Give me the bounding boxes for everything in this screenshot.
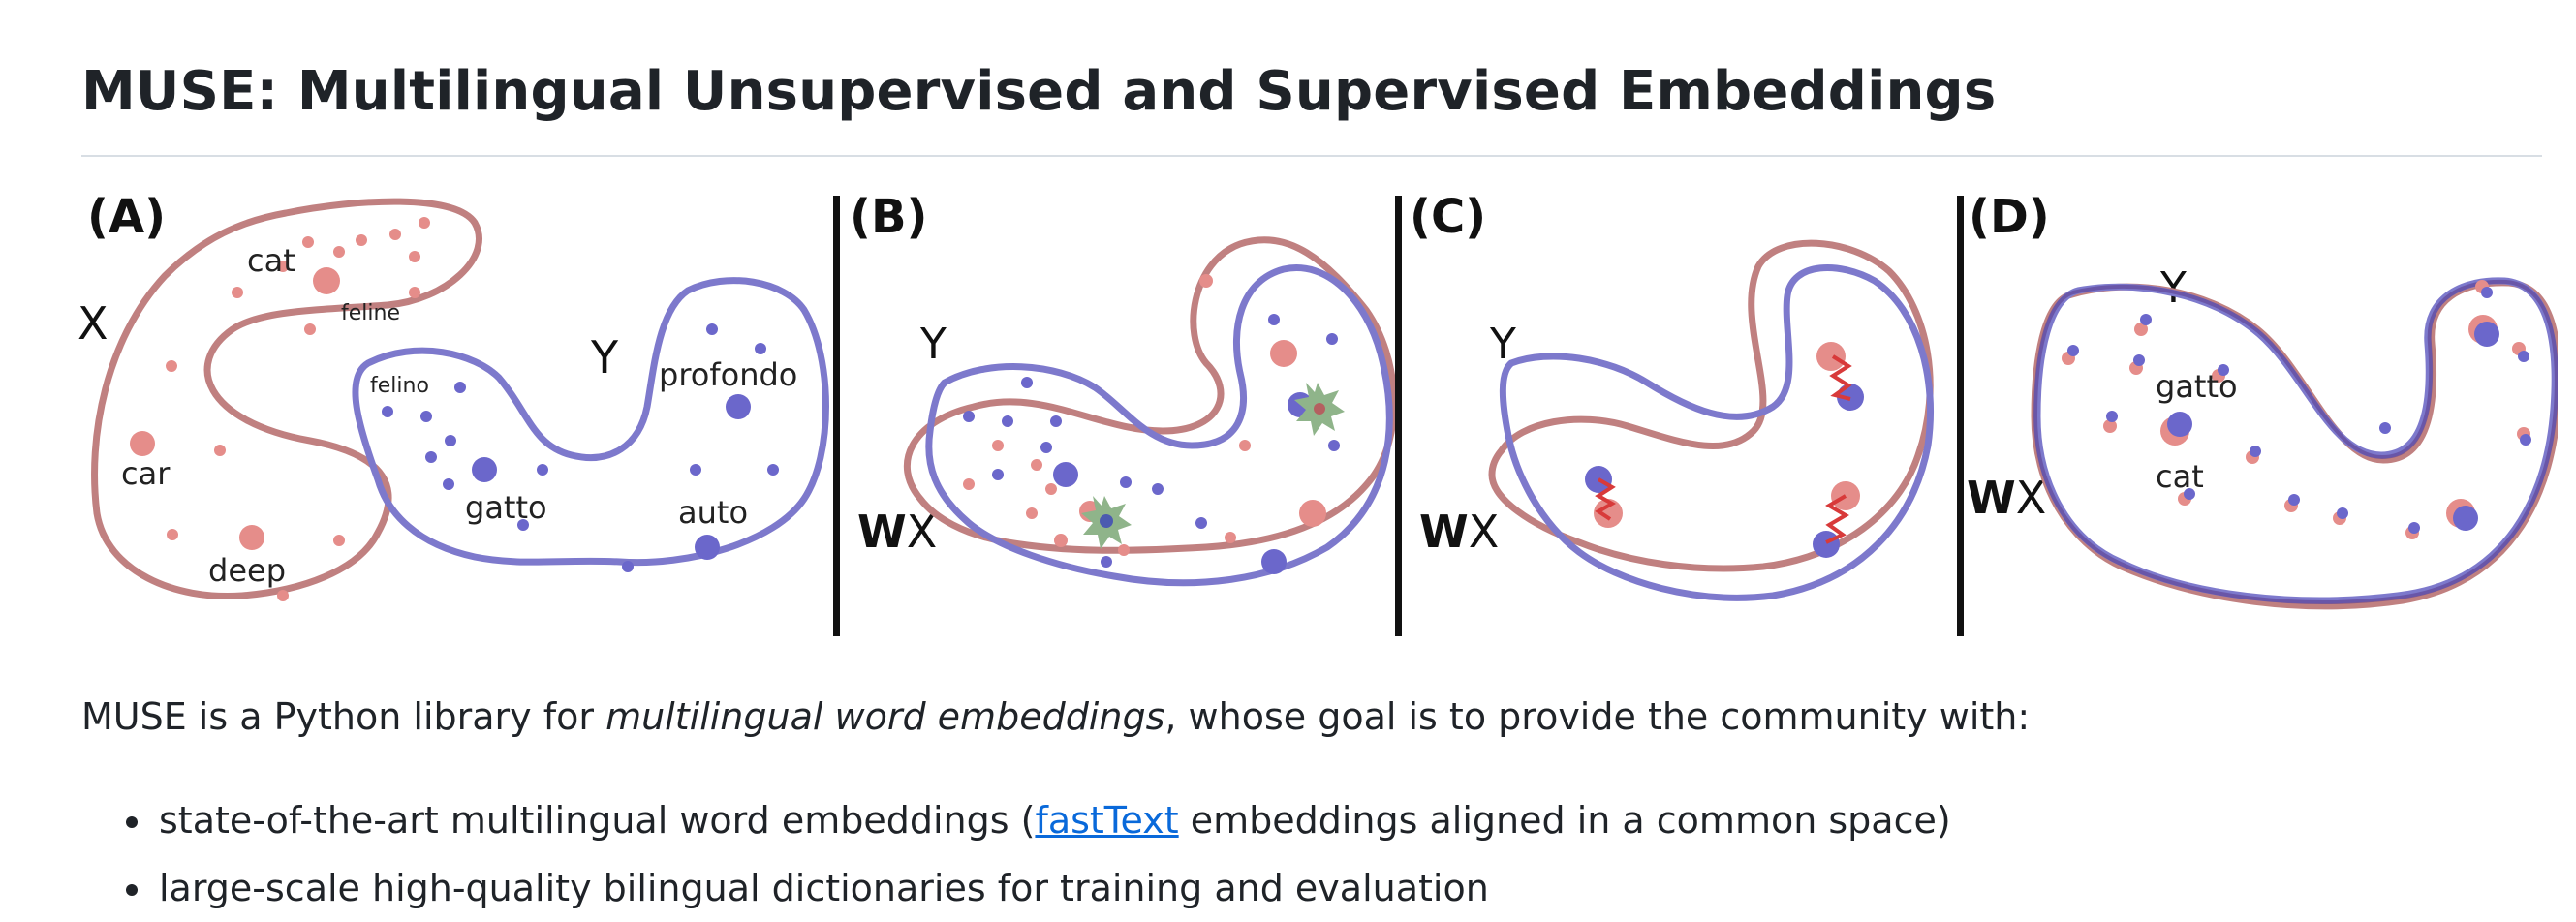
title-divider <box>81 155 2542 157</box>
panel-d-w: W <box>1967 472 2016 524</box>
muse-figure: (A) X Y cat feline car deep felino profo… <box>68 184 2562 644</box>
panel-b-w: W <box>857 506 907 558</box>
bullet-1-after: embeddings aligned in a common space) <box>1178 799 1951 842</box>
panel-d-word-gatto: gatto <box>2156 368 2238 405</box>
panel-c: (C) Y WX <box>1410 190 1934 601</box>
word-cat: cat <box>247 242 295 279</box>
bullet-1-before: state-of-the-art multilingual word embed… <box>159 799 1036 842</box>
panel-a: (A) X Y cat feline car deep felino profo… <box>78 190 829 601</box>
panel-b-anchor-star-2 <box>1294 383 1345 436</box>
panel-a-label: (A) <box>87 190 166 244</box>
panel-c-wx-label: WX <box>1419 506 1499 558</box>
fasttext-link[interactable]: fastText <box>1035 799 1179 842</box>
word-gatto: gatto <box>465 489 547 526</box>
panel-c-x: X <box>1469 506 1500 558</box>
panel-c-wx-shape <box>1488 239 1934 572</box>
divider-cd <box>1957 196 1964 636</box>
word-profondo: profondo <box>659 356 797 393</box>
panel-d: (D) Y WX gatto cat <box>1967 190 2562 610</box>
word-auto: auto <box>678 494 748 531</box>
panel-c-label: (C) <box>1410 190 1486 244</box>
bullet-2-text: large-scale high-quality bilingual dicti… <box>159 867 1489 909</box>
panel-a-x-dots <box>130 217 430 601</box>
panel-d-overlap-shape <box>2033 279 2559 604</box>
list-item: large-scale high-quality bilingual dicti… <box>81 854 1951 922</box>
panel-d-wx-label: WX <box>1967 472 2046 524</box>
divider-ab <box>833 196 840 636</box>
feature-list: state-of-the-art multilingual word embed… <box>81 786 1951 922</box>
figure-svg: (A) X Y cat feline car deep felino profo… <box>78 190 2562 636</box>
word-felino: felino <box>370 374 429 398</box>
list-item: state-of-the-art multilingual word embed… <box>81 786 1951 854</box>
panel-c-y-shape <box>1499 264 1934 601</box>
word-feline: feline <box>341 301 400 325</box>
page-title: MUSE: Multilingual Unsupervised and Supe… <box>81 60 1997 123</box>
word-deep: deep <box>208 552 286 589</box>
panel-d-label: (D) <box>1969 190 2050 244</box>
panel-b: (B) Y WX <box>850 190 1398 587</box>
divider-bc <box>1395 196 1402 636</box>
panel-d-x: X <box>2016 472 2047 524</box>
panel-d-word-cat: cat <box>2156 458 2204 495</box>
panel-a-y-shape <box>352 277 829 567</box>
panel-b-anchor-star-1 <box>1081 496 1132 549</box>
intro-paragraph: MUSE is a Python library for multilingua… <box>81 695 2030 738</box>
intro-emphasis: multilingual word embeddings <box>605 695 1165 738</box>
intro-before: MUSE is a Python library for <box>81 695 606 738</box>
panel-b-y-label: Y <box>919 320 947 369</box>
panel-c-w: W <box>1419 506 1469 558</box>
panel-c-pairs <box>1585 342 1864 558</box>
intro-after: , whose goal is to provide the community… <box>1164 695 2031 738</box>
panel-a-x-shape <box>91 198 482 600</box>
panel-a-y-label: Y <box>590 331 619 384</box>
panel-a-y-dots <box>382 323 779 572</box>
panel-a-x-label: X <box>78 297 109 350</box>
word-car: car <box>121 455 171 492</box>
panel-b-label: (B) <box>850 190 927 244</box>
panel-b-y-shape <box>925 264 1393 587</box>
panel-d-pairs <box>2062 280 2531 539</box>
panel-b-wx-label: WX <box>857 506 937 558</box>
